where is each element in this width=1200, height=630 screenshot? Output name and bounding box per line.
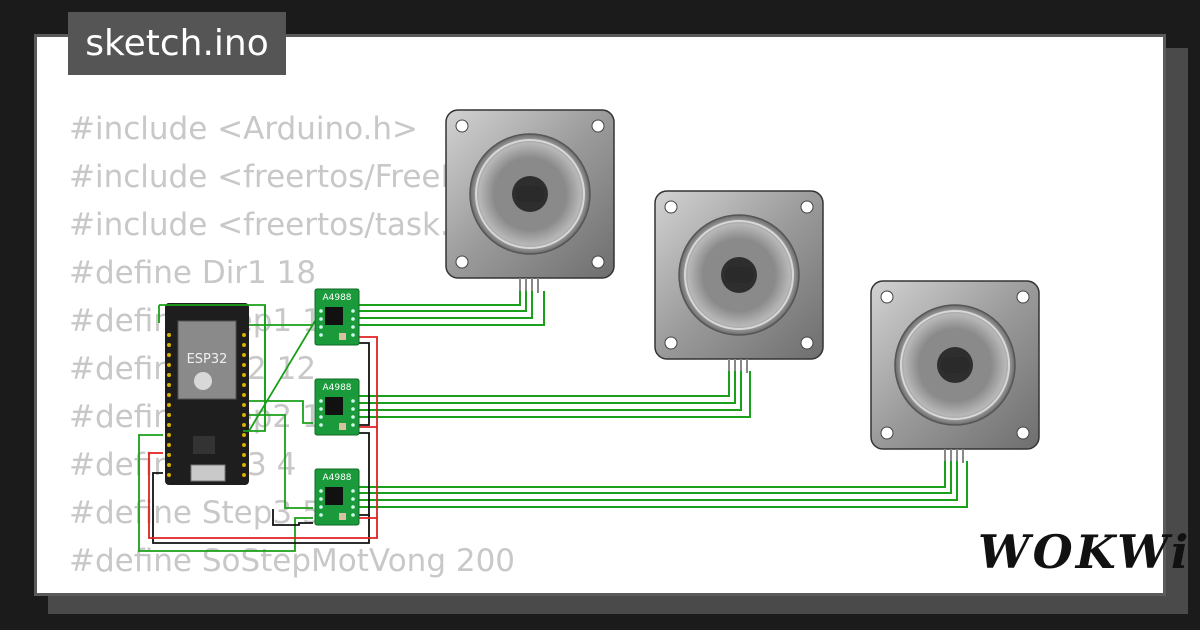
driver-3-label: A4988 xyxy=(322,473,351,483)
code-line: #define Step3 5 xyxy=(69,495,322,531)
driver-1-label: A4988 xyxy=(322,293,351,303)
driver-2: A4988 xyxy=(314,378,360,436)
motor-wires xyxy=(358,291,968,508)
esp32-label: ESP32 xyxy=(187,352,228,367)
control-wires xyxy=(138,304,378,552)
preview-card: #include <Arduino.h> #include <freertos/… xyxy=(34,34,1166,596)
code-line: #define Dir1 18 xyxy=(69,255,317,291)
code-line: #define SoStepMotVong 200 xyxy=(69,543,516,579)
driver-2-label: A4988 xyxy=(322,383,351,393)
file-tab[interactable]: sketch.ino xyxy=(68,12,286,75)
circuit-diagram: ESP32 xyxy=(138,109,1040,552)
driver-3: A4988 xyxy=(314,468,360,526)
motor-pins xyxy=(519,278,964,463)
driver-1: A4988 xyxy=(314,288,360,346)
esp32-board: ESP32 xyxy=(165,303,249,485)
stepper-motor-2 xyxy=(654,190,824,360)
stepper-motor-3 xyxy=(870,280,1040,450)
wokwi-logo: WOKWi xyxy=(978,525,1192,579)
code-line: #include <Arduino.h> xyxy=(69,111,419,147)
stepper-motor-1 xyxy=(445,109,615,279)
